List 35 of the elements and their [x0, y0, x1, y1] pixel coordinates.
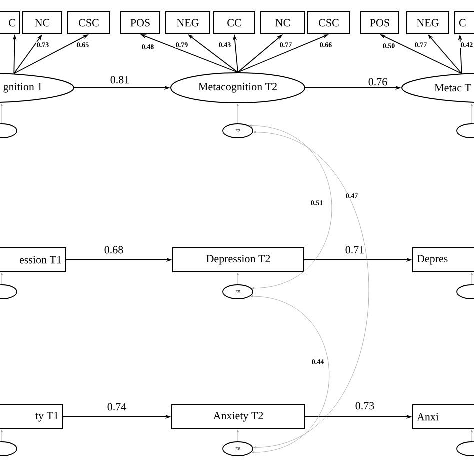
arrow [471, 430, 473, 442]
indicator-box: C [454, 12, 474, 34]
variable-box: ession T1 [0, 248, 66, 272]
covariance-arrow [254, 131, 370, 449]
edge-label: 0.71 [344, 245, 366, 255]
edge-label: 0.73 [354, 401, 376, 411]
indicator-box: CC [214, 12, 256, 34]
edge-label: 0.81 [110, 75, 130, 85]
edge-label: 0.68 [104, 245, 124, 255]
indicator-box: C [0, 12, 20, 34]
indicator-box: POS [360, 12, 400, 34]
arrow [237, 430, 239, 442]
covariance-arrow [250, 124, 332, 290]
indicator-box: NEG [166, 12, 210, 34]
variable-box: ty T1 [0, 404, 64, 430]
variable-box: Depres [412, 248, 474, 272]
edge-label: 0.74 [106, 402, 128, 412]
covariance-arrow [250, 295, 330, 454]
edge-label: 0.76 [368, 77, 388, 87]
arrow [471, 272, 473, 285]
indicator-box: NC [22, 12, 62, 34]
variable-box: Anxi [412, 404, 474, 430]
indicator-box: NEG [406, 12, 450, 34]
arrow [237, 272, 239, 285]
arrow [237, 104, 239, 124]
indicator-box: CSC [68, 12, 110, 34]
arrow [1, 104, 3, 124]
indicator-box: POS [120, 12, 160, 34]
variable-box: Depression T2 [172, 248, 304, 272]
indicator-box: NC [260, 12, 306, 34]
arrow [1, 430, 3, 442]
arrow [471, 104, 473, 124]
variable-box: Anxiety T2 [172, 404, 306, 430]
arrow [1, 272, 3, 285]
indicator-box: CSC [308, 12, 350, 34]
